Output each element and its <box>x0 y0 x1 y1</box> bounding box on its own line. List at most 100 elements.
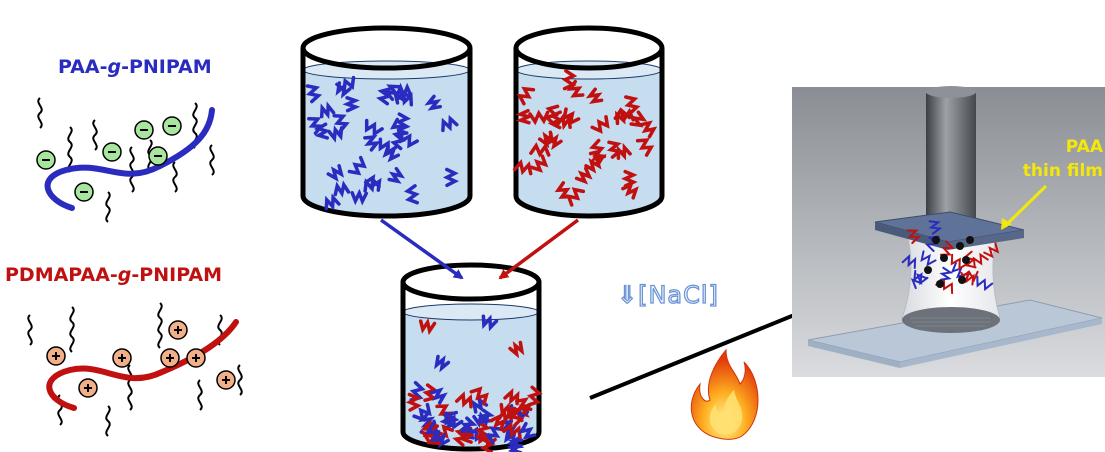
polymer-chain <box>529 154 549 173</box>
polymer-chain <box>392 87 410 105</box>
polymer-chain <box>412 402 432 423</box>
polymer-chain <box>502 421 522 440</box>
polymer-chain <box>913 269 929 286</box>
polycation-label: PDMAPAA-g-PNIPAM <box>5 264 222 286</box>
polyanion-mix-arrow <box>379 218 464 280</box>
polymer-chain <box>976 275 994 292</box>
polymer-chain <box>363 175 381 193</box>
thin-film-label-line1: PAA <box>1065 137 1103 157</box>
polyanion-label-prefix: PAA- <box>58 56 108 78</box>
polymer-chain <box>422 383 439 403</box>
thin-film-label: PAA thin film <box>1023 135 1103 183</box>
polymer-chain <box>394 112 412 132</box>
polycation-label-prefix: PDMAPAA- <box>5 264 118 286</box>
polymer-chain <box>481 314 499 332</box>
polymer-chain <box>621 169 638 188</box>
polymer-chain <box>324 193 341 211</box>
polymer-chain <box>629 110 648 128</box>
polymer-chain <box>616 142 632 161</box>
polymer-chain <box>939 240 955 256</box>
polymer-chain <box>574 166 593 185</box>
polymer-chain <box>347 155 367 176</box>
polymer-chain <box>561 107 581 126</box>
polymer-chain <box>590 115 610 134</box>
polymer-chain <box>387 166 406 184</box>
film-pointer-arrow <box>1003 184 1048 228</box>
polymer-chain <box>418 317 437 336</box>
polymer-chain <box>454 391 473 409</box>
polymer-chain <box>489 413 507 432</box>
polymer-chain <box>624 95 641 115</box>
polymer-chain <box>469 386 489 406</box>
polyanion-label-suffix: -PNIPAM <box>121 56 212 78</box>
polymer-chain <box>556 112 572 131</box>
polymer-chain <box>928 220 943 235</box>
polycation-beaker-icon <box>512 25 665 219</box>
polymer-chain <box>512 159 533 176</box>
polymer-chain <box>565 187 586 207</box>
polymer-chain <box>639 120 658 139</box>
polycation-structure-icon <box>27 302 243 437</box>
polymer-chain <box>425 422 444 442</box>
polymer-chain <box>499 402 517 420</box>
polymer-chain <box>471 395 489 414</box>
polymer-chain <box>399 129 419 149</box>
polyanion-label: PAA-g-PNIPAM <box>58 56 212 78</box>
polymer-chain <box>319 101 336 120</box>
polymer-chain <box>906 229 922 244</box>
polycation-label-graft: g <box>117 264 132 286</box>
polymer-chain <box>983 242 1000 259</box>
polymer-chain <box>518 421 537 440</box>
polymer-chain <box>508 340 525 359</box>
polymer-chain <box>350 188 369 206</box>
polymer-chain <box>508 406 525 428</box>
polymer-chain <box>441 114 459 133</box>
polymer-chain <box>335 81 352 99</box>
polymer-chain <box>503 429 522 448</box>
polymer-chain <box>424 94 442 111</box>
polymer-chain <box>972 252 989 269</box>
polymer-chain <box>326 164 345 182</box>
polycation-label-suffix: -PNIPAM <box>131 264 222 286</box>
polymer-chain <box>585 87 604 104</box>
polymer-chain <box>364 118 384 137</box>
polyanion-label-graft: g <box>107 56 122 78</box>
polymer-chain <box>474 421 492 439</box>
polymer-chain <box>613 107 635 123</box>
polymer-chain <box>901 254 917 269</box>
polymer-chain <box>434 354 451 373</box>
polymer-chain <box>484 426 503 445</box>
polymer-chain <box>962 250 977 269</box>
polymer-chain <box>460 416 478 433</box>
polyanion-beaker-icon <box>300 25 473 219</box>
polymer-chain <box>442 410 460 429</box>
plus-charge-icon <box>46 320 236 398</box>
polymer-chain <box>515 397 533 415</box>
polymer-chain <box>477 408 495 424</box>
polymer-chain <box>561 69 578 91</box>
polymer-chain <box>503 387 520 406</box>
polymer-chain <box>529 142 551 158</box>
polymer-chain <box>432 430 450 449</box>
rheometer-image <box>792 86 1105 377</box>
polymer-chain <box>515 108 534 125</box>
polymer-chain <box>378 137 398 156</box>
polymer-chain <box>405 392 423 412</box>
salt-decrease-label: ⇓[NaCl] <box>616 280 719 309</box>
polymer-chain <box>376 87 393 106</box>
polymer-chain <box>939 266 954 281</box>
polymer-chain <box>920 250 937 267</box>
polymer-chain <box>584 155 602 174</box>
polymer-chain <box>910 273 927 290</box>
polymer-chain <box>363 173 382 192</box>
polymer-chain <box>635 138 655 157</box>
polymer-chain <box>950 253 969 271</box>
polymer-chain <box>546 132 563 151</box>
polymer-chain <box>342 96 361 113</box>
polymer-chain <box>403 184 420 205</box>
minus-charge-icon <box>36 116 182 202</box>
polymer-chain <box>526 385 543 407</box>
polymer-chain <box>333 180 351 198</box>
polymer-chain <box>332 113 350 133</box>
